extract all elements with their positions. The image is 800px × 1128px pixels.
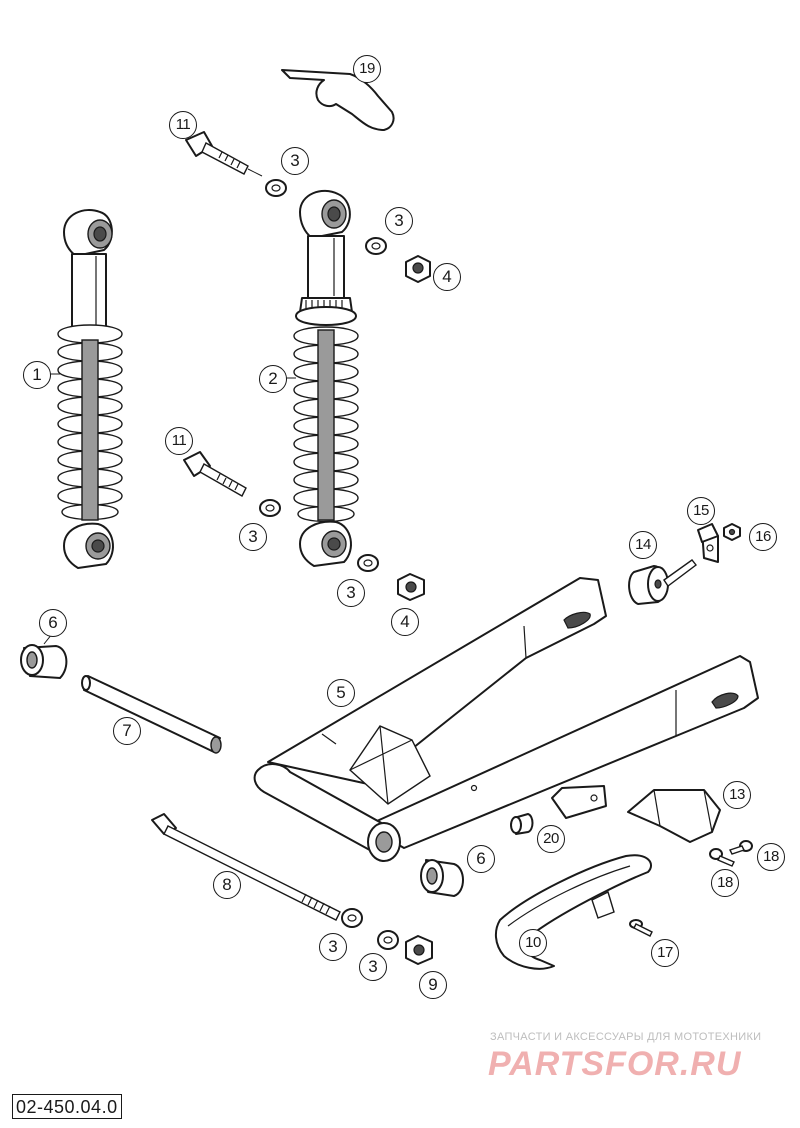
nut-9 xyxy=(405,935,433,965)
nut-4-lower xyxy=(397,573,425,601)
callout-4-lower: 4 xyxy=(391,608,419,636)
callout-13: 13 xyxy=(723,781,751,809)
callout-3-b: 3 xyxy=(385,207,413,235)
callout-1: 1 xyxy=(23,361,51,389)
callout-7: 7 xyxy=(113,717,141,745)
axle-bolt-8 xyxy=(151,813,341,921)
callout-11-lower: 11 xyxy=(165,427,193,455)
swingarm-5 xyxy=(253,577,759,862)
callout-3-d: 3 xyxy=(337,579,365,607)
diagram-code-label: 02-450.04.0 xyxy=(12,1094,122,1119)
callout-14: 14 xyxy=(629,531,657,559)
chain-guide-roller-14 xyxy=(628,559,697,605)
wrench-19 xyxy=(281,69,395,131)
nut-16 xyxy=(723,523,741,541)
callout-6-left: 6 xyxy=(39,609,67,637)
callout-8: 8 xyxy=(213,871,241,899)
washer-3-a xyxy=(265,179,287,197)
callout-10: 10 xyxy=(519,929,547,957)
callout-4-top: 4 xyxy=(433,263,461,291)
bushing-6-right xyxy=(420,859,464,897)
callout-3-f: 3 xyxy=(359,953,387,981)
callout-19: 19 xyxy=(353,55,381,83)
washer-3-e xyxy=(341,908,363,928)
washer-3-d xyxy=(357,554,379,572)
chain-slider-10 xyxy=(494,854,653,970)
callout-6-right: 6 xyxy=(467,845,495,873)
callout-15: 15 xyxy=(687,497,715,525)
washer-3-b xyxy=(365,237,387,255)
bushing-6-left xyxy=(20,644,68,679)
washer-3-c xyxy=(259,499,281,517)
callout-11-top: 11 xyxy=(169,111,197,139)
callout-3-a: 3 xyxy=(281,147,309,175)
washer-3-f xyxy=(377,930,399,950)
callout-17: 17 xyxy=(651,939,679,967)
callout-9: 9 xyxy=(419,971,447,999)
callout-3-e: 3 xyxy=(319,933,347,961)
callout-18-a: 18 xyxy=(757,843,785,871)
callout-2: 2 xyxy=(259,365,287,393)
callout-3-c: 3 xyxy=(239,523,267,551)
callout-18-b: 18 xyxy=(711,869,739,897)
screw-17 xyxy=(629,919,653,937)
tube-7 xyxy=(81,675,222,754)
bolt-11-lower xyxy=(183,451,247,497)
chain-guard-13 xyxy=(627,789,721,843)
callout-16: 16 xyxy=(749,523,777,551)
watermark-caption: ЗАПЧАСТИ И АКСЕССУАРЫ ДЛЯ МОТОТЕХНИКИ xyxy=(490,1031,762,1043)
spacer-20 xyxy=(510,813,534,835)
shock-absorber-2 xyxy=(293,189,359,567)
screw-18-b xyxy=(709,848,735,867)
callout-5: 5 xyxy=(327,679,355,707)
bolt-11-top xyxy=(185,131,249,175)
bracket-15 xyxy=(697,523,719,563)
screw-18-a xyxy=(729,840,753,855)
shock-absorber-1 xyxy=(57,209,123,569)
callout-20: 20 xyxy=(537,825,565,853)
nut-4-top xyxy=(405,255,431,283)
watermark-logo: PARTSFOR.RU xyxy=(488,1045,742,1083)
